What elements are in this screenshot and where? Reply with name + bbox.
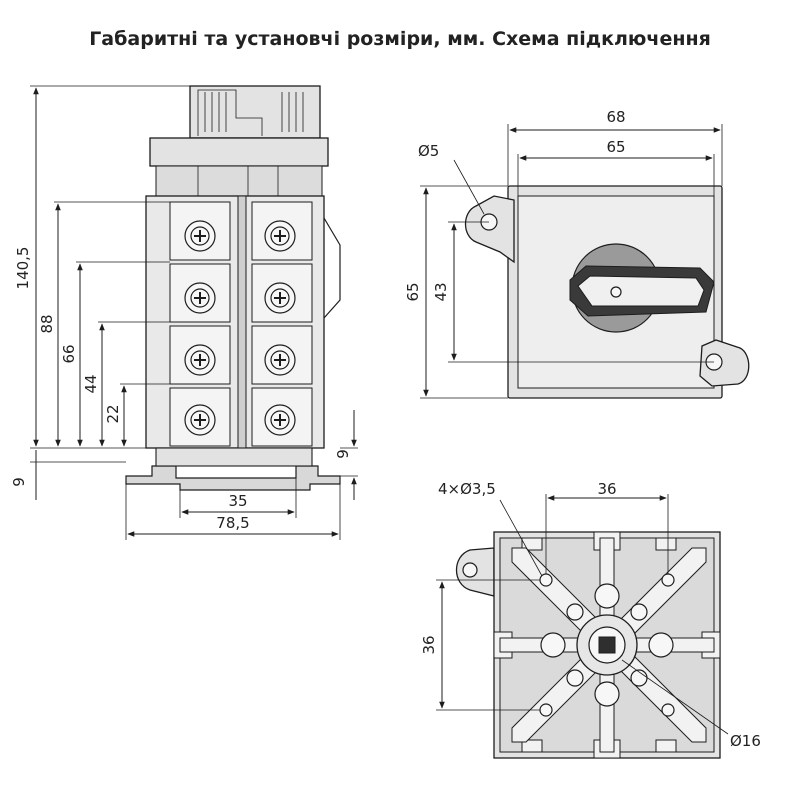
page-title: Габаритні та установчі розміри, мм. Схем… xyxy=(89,28,711,50)
dim-44: 44 xyxy=(82,374,100,393)
terminal-screws xyxy=(184,220,296,436)
dim-holes-4x: 4×Ø3,5 xyxy=(438,480,496,498)
dim-bottom-offset: 9 xyxy=(334,449,352,459)
dim-88: 88 xyxy=(38,314,56,333)
dim-22: 22 xyxy=(104,404,122,423)
dim-rail-width: 35 xyxy=(228,492,247,510)
rear-dimensions xyxy=(439,495,667,709)
top-cap xyxy=(149,137,329,167)
dim-inner-width: 65 xyxy=(606,138,625,156)
rear-view: 4×Ø3,5 36 36 Ø16 xyxy=(420,480,761,759)
side-view: 140,5 88 66 44 22 9 9 35 78,5 xyxy=(10,85,358,540)
front-dimensions xyxy=(423,127,721,397)
front-view: 68 65 Ø5 65 43 xyxy=(404,108,750,399)
side-dimensions xyxy=(33,87,357,537)
dim-hole-diameter: Ø5 xyxy=(418,142,439,160)
dim-base-offset: 9 xyxy=(10,477,28,487)
handle-top xyxy=(189,85,321,139)
din-rail-base xyxy=(125,465,341,491)
dim-center-diameter: Ø16 xyxy=(730,732,761,750)
dim-hole-spacing-v: 43 xyxy=(432,282,450,301)
dim-total-height: 140,5 xyxy=(14,247,32,290)
dim-66: 66 xyxy=(60,344,78,363)
dim-front-height: 65 xyxy=(404,282,422,301)
dim-outer-width: 68 xyxy=(606,108,625,126)
dim-hole-spacing-v2: 36 xyxy=(420,635,438,654)
dim-base-width: 78,5 xyxy=(216,514,249,532)
dim-hole-spacing-h: 36 xyxy=(597,480,616,498)
